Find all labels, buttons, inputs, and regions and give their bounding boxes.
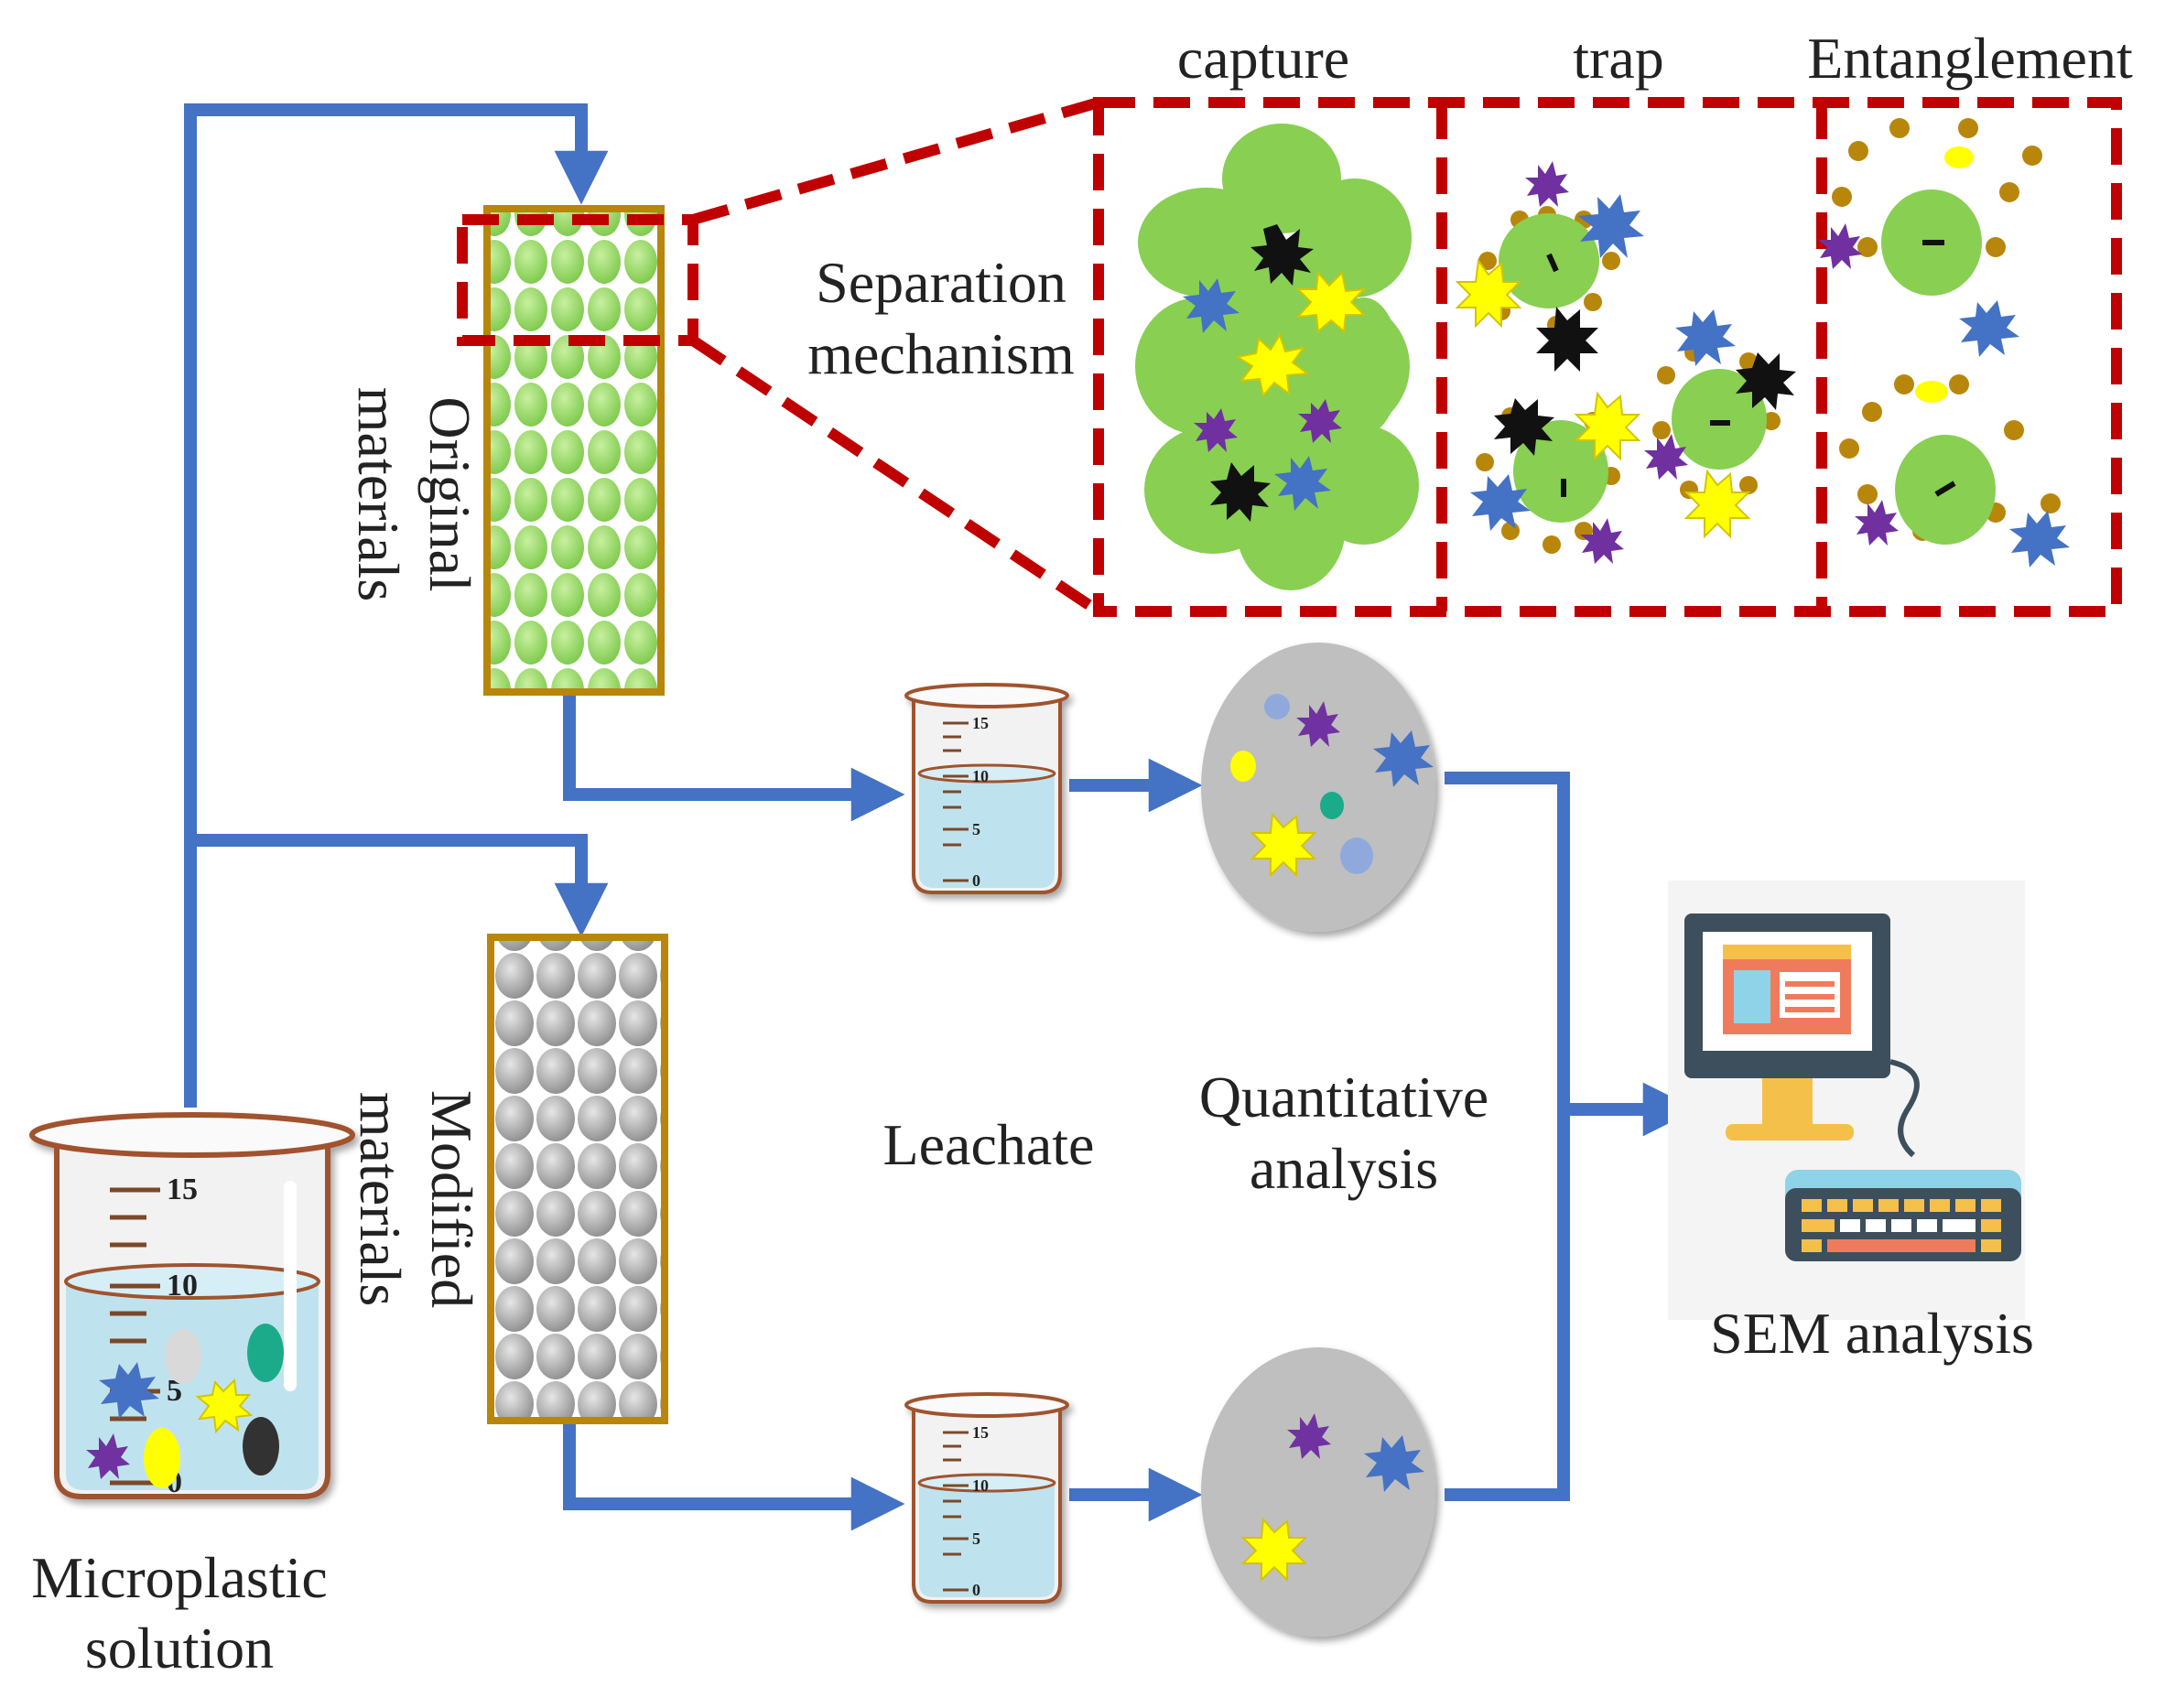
- label-original-materials: materials: [346, 387, 411, 602]
- flow-arrows: [184, 103, 1697, 1531]
- label-capture: capture: [1177, 26, 1349, 91]
- blue-particle: [1675, 309, 1736, 366]
- label-separation: Separation: [816, 250, 1066, 315]
- entanglement-panel: [1818, 118, 2070, 568]
- purple-particle: [1580, 518, 1624, 564]
- label-solution: solution: [85, 1616, 274, 1681]
- beaker-tick-15: 15: [167, 1173, 198, 1206]
- labels: capture trap Entanglement Separation mec…: [31, 26, 2133, 1681]
- beaker-tick-0: 0: [972, 871, 980, 890]
- blue-particle: [1274, 456, 1331, 511]
- blue-particle: [1578, 194, 1644, 258]
- purple-particle: [1855, 500, 1899, 546]
- beaker-tick-15: 15: [972, 714, 989, 732]
- label-analysis: analysis: [1250, 1136, 1438, 1201]
- modified-column: [487, 934, 668, 1424]
- label-entanglement: Entanglement: [1807, 26, 2133, 91]
- arrow-to-modified: [190, 834, 609, 937]
- computer-icon: [1684, 913, 1920, 1158]
- blue-particle: [1470, 474, 1531, 531]
- label-modified-materials: materials: [348, 1092, 413, 1307]
- trap-panel: [1455, 161, 1796, 564]
- arrow-modified-to-leachate: [563, 1423, 905, 1531]
- blue-particle: [1183, 278, 1239, 333]
- black-particle: [1536, 307, 1598, 372]
- black-particle: [1736, 352, 1796, 410]
- zoom-indicator: [457, 97, 2122, 617]
- beaker-icon: 15 10 5 0: [29, 1112, 355, 1499]
- beaker-tick-0: 0: [972, 1581, 980, 1599]
- arrow-to-original: [184, 103, 609, 1108]
- purple-particle: [1525, 161, 1569, 207]
- yellow-particle: [1455, 258, 1522, 329]
- label-microplastic: Microplastic: [31, 1545, 327, 1610]
- purple-particle: [1818, 223, 1862, 269]
- purple-particle: [1644, 434, 1688, 480]
- label-modified: Modified: [419, 1090, 484, 1308]
- beaker-tick-10: 10: [972, 1476, 989, 1495]
- beaker-tick-10: 10: [972, 767, 989, 785]
- keyboard-icon: [1785, 1170, 2021, 1261]
- beaker-tick-5: 5: [972, 1530, 980, 1548]
- label-quantitative: Quantitative: [1199, 1065, 1488, 1130]
- yellow-particle: [1683, 469, 1751, 539]
- black-particle: [1250, 224, 1314, 286]
- label-leachate: Leachate: [883, 1112, 1095, 1177]
- beaker-icon: 15 10 5 0: [904, 1392, 1069, 1604]
- black-particle: [1494, 398, 1554, 456]
- label-sem-analysis: SEM analysis: [1710, 1301, 2034, 1366]
- sem-station: [1668, 881, 2025, 1320]
- label-trap: trap: [1573, 26, 1664, 91]
- beaker-tick-15: 15: [972, 1423, 989, 1442]
- blue-particle: [2009, 511, 2070, 568]
- blue-particle: [1959, 300, 2019, 357]
- yellow-particle: [1295, 270, 1367, 333]
- petri-dish-icon: [1201, 643, 1435, 932]
- petri-dish-icon: [1201, 1347, 1435, 1637]
- beaker-icon: 15 10 5 0: [904, 683, 1069, 894]
- capture-panel: [1135, 124, 1419, 590]
- black-particle: [1210, 462, 1271, 522]
- line-dish-top-merge: [1445, 772, 1570, 1501]
- purple-particle: [1298, 399, 1342, 443]
- beaker-tick-10: 10: [167, 1269, 198, 1303]
- purple-particle: [1194, 408, 1238, 452]
- yellow-particle: [1235, 332, 1310, 398]
- arrow-original-to-leachate: [563, 696, 905, 822]
- label-original: Original: [417, 396, 482, 591]
- original-column: [483, 205, 665, 696]
- label-mechanism: mechanism: [807, 321, 1074, 386]
- beaker-tick-5: 5: [972, 820, 980, 838]
- yellow-particle: [1574, 391, 1641, 461]
